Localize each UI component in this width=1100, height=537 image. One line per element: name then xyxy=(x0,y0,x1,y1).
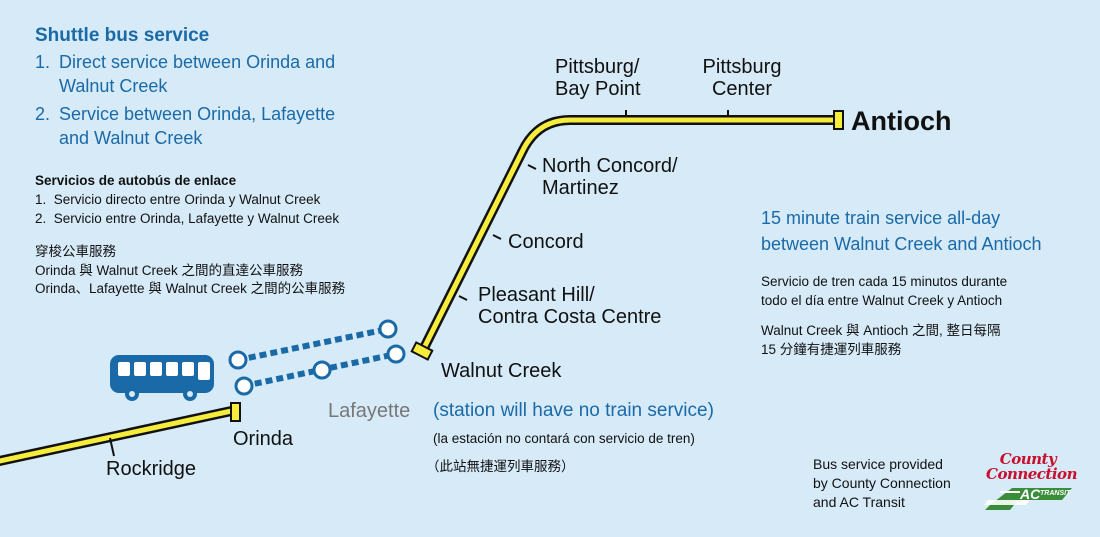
station-label-rockridge: Rockridge xyxy=(106,458,197,480)
train-service-zh: Walnut Creek 與 Antioch 之間, 整日每隔 15 分鐘有捷運… xyxy=(761,321,1001,359)
bus-provider-line-3: and AC Transit xyxy=(813,494,905,510)
shuttle-item-1-en: 1. Direct service between Orinda and Waln… xyxy=(35,50,375,98)
station-label-walnut-creek: Walnut Creek xyxy=(441,360,562,382)
lafayette-stop-icon xyxy=(312,360,332,380)
shuttle-item-1-es: 1. Servicio directo entre Orinda y Walnu… xyxy=(35,192,321,207)
station-label-pittsburg-bay-point: Pittsburg/ Bay Point xyxy=(555,56,641,100)
shuttle-title-zh: 穿梭公車服務 xyxy=(35,244,116,259)
shuttle-item-2-zh: Orinda、Lafayette 與 Walnut Creek 之間的公車服務 xyxy=(35,281,346,296)
shuttle-item-1-zh: Orinda 與 Walnut Creek 之間的直達公車服務 xyxy=(35,263,304,278)
shuttle-item-2-en: 2. Service between Orinda, Lafayette and … xyxy=(35,102,375,150)
station-label-pittsburg-center: Pittsburg Center xyxy=(696,56,788,100)
shuttle-item-2-es: 2. Servicio entre Orinda, Lafayette y Wa… xyxy=(35,211,340,226)
bus-provider-line-1: Bus service provided xyxy=(813,456,943,472)
train-service-en: 15 minute train service all-day between … xyxy=(761,205,1042,257)
walnut-creek-terminus-icon xyxy=(410,341,434,361)
lafayette-note-es: (la estación no contará con servicio de … xyxy=(433,431,695,446)
station-label-north-concord: North Concord/ Martinez xyxy=(542,155,678,199)
train-service-zh-line-1: Walnut Creek 與 Antioch 之間, 整日每隔 xyxy=(761,323,1001,338)
shuttle-title-es: Servicios de autobús de enlace xyxy=(35,173,237,188)
train-service-en-line-1: 15 minute train service all-day xyxy=(761,208,1001,228)
station-label-line: Martinez xyxy=(542,177,619,199)
shuttle-item-1-text: Direct service between Orinda and Walnut… xyxy=(59,52,336,96)
station-label-line: Bay Point xyxy=(555,78,641,100)
station-label-orinda: Orinda xyxy=(233,428,294,450)
shuttle-item-2-num: 2. xyxy=(35,104,51,124)
shuttle-item-1-num: 1. xyxy=(35,52,51,72)
lafayette-note-zh: （此站無捷運列車服務） xyxy=(426,459,575,474)
station-label-line: Contra Costa Centre xyxy=(478,306,662,328)
tick-pleasant-hill xyxy=(458,295,468,301)
shuttle-route-1 xyxy=(228,319,398,370)
tick-concord xyxy=(492,234,502,240)
ac-transit-logo-small-text: TRANSIT xyxy=(1040,490,1071,497)
shuttle-title-en: Shuttle bus service xyxy=(35,25,210,46)
station-label-concord: Concord xyxy=(508,231,584,253)
tick-north-concord xyxy=(527,164,537,170)
shuttle-route-2 xyxy=(234,344,406,396)
station-label-line: Pleasant Hill/ xyxy=(478,284,595,306)
orinda-terminus-icon xyxy=(230,402,241,422)
train-service-es: Servicio de tren cada 15 minutos durante… xyxy=(761,272,1007,310)
station-label-lafayette: Lafayette xyxy=(328,400,411,422)
train-service-es-line-1: Servicio de tren cada 15 minutos durante xyxy=(761,274,1008,289)
train-service-en-line-2: between Walnut Creek and Antioch xyxy=(761,234,1042,254)
station-ticks xyxy=(109,110,729,457)
station-label-line: Pittsburg/ xyxy=(555,56,640,78)
county-connection-logo-line-2: Connection xyxy=(986,465,1077,483)
ac-transit-logo-icon xyxy=(984,488,1072,510)
rail-line-west xyxy=(0,405,238,467)
train-service-zh-line-2: 15 分鐘有捷運列車服務 xyxy=(761,342,902,357)
train-service-es-line-2: todo el día entre Walnut Creek y Antioch xyxy=(761,293,1003,308)
station-label-line: North Concord/ xyxy=(542,155,678,177)
county-connection-logo-line-1: County xyxy=(999,450,1057,468)
shuttle-item-2-text: Service between Orinda, Lafayette and Wa… xyxy=(59,104,336,148)
bus-provider-line-2: by County Connection xyxy=(813,475,951,491)
station-label-line: Center xyxy=(711,78,773,100)
station-label-antioch: Antioch xyxy=(851,106,952,136)
lafayette-note-en: (station will have no train service) xyxy=(433,400,714,421)
ac-transit-logo-text: AC xyxy=(1020,486,1041,502)
bus-icon xyxy=(110,355,214,401)
antioch-terminus-icon xyxy=(833,110,844,130)
rail-line-east xyxy=(418,115,838,353)
bus-provider-note: Bus service provided by County Connectio… xyxy=(813,455,951,512)
station-label-line: Pittsburg xyxy=(702,56,782,78)
tick-rockridge xyxy=(109,437,115,457)
station-label-pleasant-hill: Pleasant Hill/ Contra Costa Centre xyxy=(478,284,661,328)
county-connection-logo: County Connection xyxy=(986,450,1077,483)
